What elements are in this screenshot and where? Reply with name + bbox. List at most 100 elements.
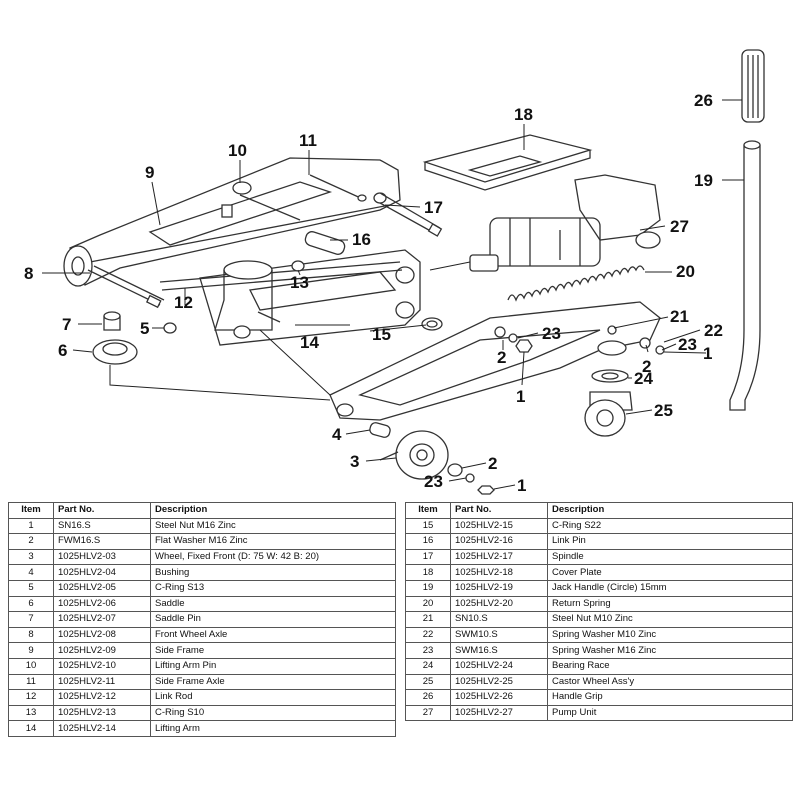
header-item: Item [8, 502, 54, 519]
cell-part-no: 1025HLV2-07 [53, 611, 151, 628]
side-frame-axle-drawing [309, 174, 367, 202]
front-wheel-axle-drawing [87, 265, 165, 309]
cell-item: 17 [405, 548, 451, 566]
cell-part-no: 1025HLV2-13 [53, 704, 151, 722]
callout-9: 9 [145, 163, 154, 182]
callout-17: 17 [424, 198, 443, 217]
cell-item: 23 [405, 642, 451, 659]
cover-plate-drawing [422, 134, 593, 191]
cell-part-no: 1025HLV2-05 [53, 579, 151, 597]
cell-item: 8 [8, 626, 54, 644]
cell-description: Cover Plate [547, 564, 793, 581]
callout-4: 4 [332, 425, 342, 444]
lifting-arm-drawing [199, 249, 421, 346]
callout-15: 15 [372, 325, 391, 344]
cell-item: 10 [8, 657, 54, 675]
callout-labels: 26 19 18 11 10 9 17 16 27 8 13 20 12 21 … [24, 91, 723, 495]
cell-description: Link Pin [547, 533, 793, 550]
callout-3: 3 [350, 452, 359, 471]
link-rod-drawing [159, 261, 403, 291]
cell-description: Castor Wheel Ass'y [547, 673, 793, 691]
return-spring-drawing [507, 265, 645, 302]
table-header-row: Item Part No. Description [405, 502, 793, 519]
bearing-race-drawing [591, 369, 629, 383]
cell-description: Steel Nut M10 Zinc [547, 611, 793, 628]
cell-item: 27 [405, 704, 451, 722]
callout-27: 27 [670, 217, 689, 236]
c-ring-s13-drawing [163, 322, 177, 334]
cell-description: Jack Handle (Circle) 15mm [547, 579, 793, 597]
cell-part-no: 1025HLV2-15 [450, 517, 548, 535]
cell-item: 1 [8, 517, 54, 535]
cell-description: Side Frame [150, 642, 396, 659]
callout-1a: 1 [516, 387, 525, 406]
cell-description: Spring Washer M10 Zinc [547, 626, 793, 644]
cell-description: Flat Washer M16 Zinc [150, 533, 396, 550]
assembly-lines [109, 261, 471, 401]
cell-description: Spring Washer M16 Zinc [547, 642, 793, 659]
callout-21: 21 [670, 307, 689, 326]
callout-13: 13 [290, 273, 309, 292]
cell-item: 5 [8, 579, 54, 597]
callout-18: 18 [514, 105, 533, 124]
cell-description: C-Ring S13 [150, 579, 396, 597]
callout-23b: 23 [678, 335, 697, 354]
cell-description: Pump Unit [547, 704, 793, 722]
cell-part-no: 1025HLV2-27 [450, 704, 548, 722]
cell-description: Link Rod [150, 689, 396, 706]
castor-wheel-drawing [584, 391, 633, 437]
cell-part-no: 1025HLV2-08 [53, 626, 151, 644]
cell-item: 11 [8, 673, 54, 691]
cell-part-no: 1025HLV2-10 [53, 657, 151, 675]
spindle-drawing [373, 192, 443, 237]
cell-item: 26 [405, 689, 451, 706]
callout-5: 5 [140, 319, 149, 338]
lifting-arm-pin-drawing [221, 181, 301, 221]
cell-item: 19 [405, 579, 451, 597]
cell-description: C-Ring S10 [150, 704, 396, 722]
right-fasteners-drawing [494, 325, 665, 356]
callout-19: 19 [694, 171, 713, 190]
cell-part-no: 1025HLV2-20 [450, 595, 548, 613]
cell-item: 9 [8, 642, 54, 659]
callout-8: 8 [24, 264, 33, 283]
cell-part-no: 1025HLV2-11 [53, 673, 151, 691]
callout-20: 20 [676, 262, 695, 281]
cell-part-no: FWM16.S [53, 533, 151, 550]
callout-6: 6 [58, 341, 67, 360]
header-description: Description [547, 502, 793, 519]
cell-part-no: 1025HLV2-06 [53, 595, 151, 613]
cell-description: Bearing Race [547, 657, 793, 675]
callout-2a: 2 [497, 348, 506, 367]
saddle-pin-drawing [103, 311, 121, 331]
jack-handle-drawing [729, 140, 761, 411]
cell-description: Spindle [547, 548, 793, 566]
cell-item: 20 [405, 595, 451, 613]
cell-part-no: 1025HLV2-03 [53, 548, 151, 566]
callout-26: 26 [694, 91, 713, 110]
front-fasteners-drawing [447, 463, 495, 495]
saddle-post-drawing [214, 260, 281, 339]
cell-description: Saddle [150, 595, 396, 613]
header-description: Description [150, 502, 396, 519]
cell-item: 24 [405, 657, 451, 675]
cell-item: 14 [8, 720, 54, 737]
cell-item: 3 [8, 548, 54, 566]
cell-description: Lifting Arm Pin [150, 657, 396, 675]
front-wheel-left-drawing [63, 245, 93, 287]
cell-item: 2 [8, 533, 54, 550]
